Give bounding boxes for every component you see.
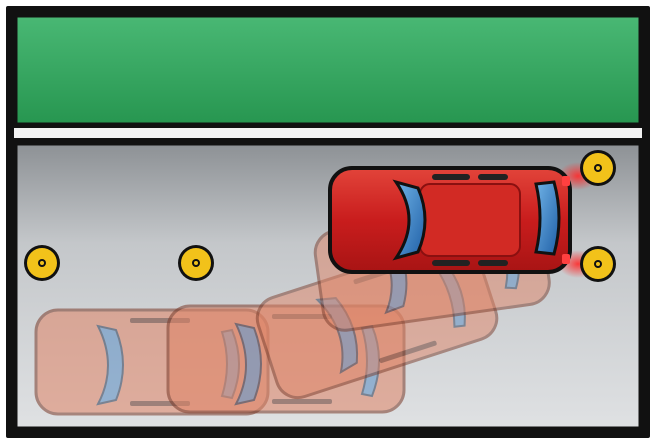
rear-bottom-marker [580,246,616,282]
rear-window [534,180,561,256]
parked-red-car [328,166,572,274]
middle-marker [178,245,214,281]
left-marker [24,245,60,281]
front-windshield [392,179,427,261]
curb-stripe [14,128,642,138]
grass-strip [14,14,642,126]
rear-top-marker [580,150,616,186]
